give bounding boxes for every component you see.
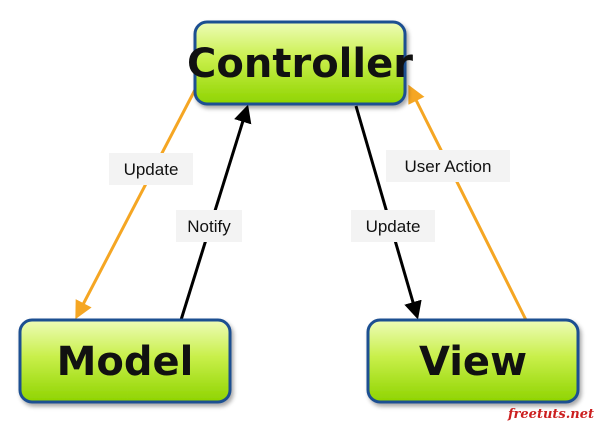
edge-view-to-controller-arrow [408, 84, 529, 323]
view-label: View [419, 339, 527, 385]
view-node [366, 318, 580, 404]
controller-node [193, 20, 407, 106]
controller-label: Controller [187, 41, 413, 87]
notify-label: Notify [187, 217, 231, 236]
edge-controller-to-model-arrow [75, 85, 199, 320]
user-action-label: User Action [405, 157, 492, 176]
update-right-label: Update [366, 217, 421, 236]
update-left-label: Update [124, 160, 179, 179]
notify-label-bg [176, 210, 242, 242]
model-node [18, 318, 232, 404]
user-action-label-bg [386, 150, 510, 182]
update-left-label-bg [109, 153, 193, 185]
model-label: Model [57, 339, 194, 385]
watermark: freetuts.net [507, 407, 594, 422]
update-right-label-bg [351, 210, 435, 242]
